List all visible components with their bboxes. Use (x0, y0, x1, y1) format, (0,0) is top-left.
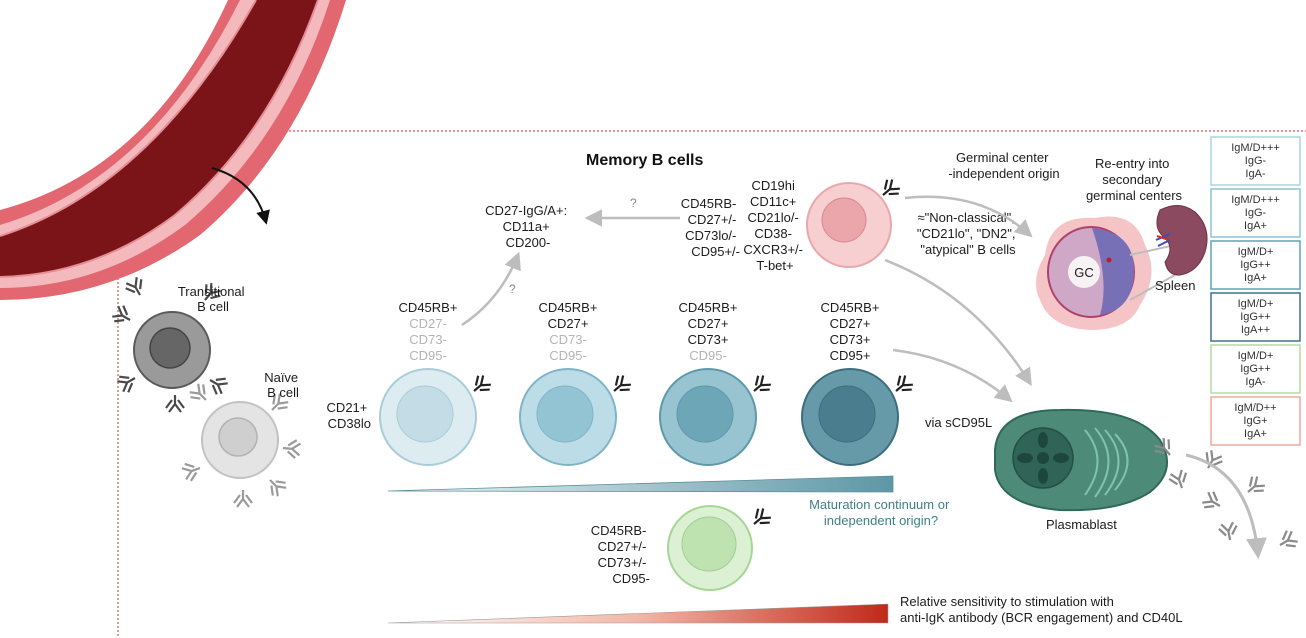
maturation-gradient (387, 475, 894, 493)
isotype-boxes: IgM/D+++IgG-IgA- IgM/D+++IgG-IgA+ IgM/D+Ig… (1210, 136, 1301, 446)
isotype-box-5: IgM/D+IgG++IgA- (1210, 344, 1301, 394)
question-mark-upper: ? (630, 196, 637, 210)
plasmablast-cell (994, 408, 1168, 512)
gc-label: GC (1074, 265, 1094, 280)
cd21-cd38-label: CD21+ CD38lo (327, 400, 371, 431)
isotype-box-2: IgM/D+++IgG-IgA+ (1210, 188, 1301, 238)
transitional-label: Transitional B cell (178, 284, 248, 314)
atypical-b-cell (806, 176, 903, 268)
arrow-cd95-to-plasmablast (892, 348, 1013, 403)
memory-subset-labels: CD45RB+CD27-CD73-CD95- CD45RB+CD27+CD73-C… (399, 300, 880, 363)
isotype-box-6: IgM/D++IgG+IgA+ (1210, 396, 1301, 446)
memory-cell-4 (801, 368, 916, 466)
arrow-to-cd27neg (461, 251, 521, 327)
arrow-to-plasmablast (884, 258, 1032, 386)
memory-cell-2 (519, 368, 634, 466)
atypical-markers-left: CD45RB- CD27+/- CD73lo/- CD95+/- (681, 196, 740, 259)
question-mark-lower: ? (509, 282, 516, 296)
svg-text:IgM/D+IgG++IgA-: IgM/D+IgG++IgA- (1238, 350, 1274, 388)
naive-b-cell (179, 380, 302, 509)
blood-vessel (0, 0, 346, 300)
reentry-label: Re-entry into secondary germinal centers (1086, 156, 1183, 203)
transitional-b-cell (109, 274, 231, 414)
memory-cell-markers-3: CD45RB+CD27+CD73+CD95- (679, 300, 738, 363)
sensitivity-gradient (387, 603, 889, 624)
isotype-box-3: IgM/D+IgG++IgA+ (1210, 240, 1301, 290)
green-markers: CD45RB- CD27+/- CD73+/- CD95- (591, 523, 650, 586)
spleen-icon (1155, 205, 1208, 276)
memory-cell-3 (659, 368, 774, 466)
via-scd95l-label: via sCD95L (925, 415, 992, 430)
naive-label: Naïve B cell (264, 370, 302, 400)
svg-text:IgM/D+IgG++IgA+: IgM/D+IgG++IgA+ (1238, 246, 1274, 284)
extravasation-arrow (211, 167, 270, 225)
nonclassical-label: ≈"Non-classical", "CD21lo", "DN2", "atyp… (917, 210, 1019, 257)
spleen-label: Spleen (1155, 278, 1195, 293)
memory-subset-cells (379, 368, 916, 466)
plasmablast-label: Plasmablast (1046, 517, 1117, 532)
memory-cell-markers-1: CD45RB+CD27-CD73-CD95- (399, 300, 458, 363)
arrow-to-gc (904, 195, 1033, 238)
tissue-boundary (117, 130, 1306, 638)
page-title: Memory B cells (586, 152, 703, 169)
green-cd45rb-neg-cell (667, 505, 774, 591)
memory-cell-1 (379, 368, 494, 466)
memory-cell-markers-2: CD45RB+CD27+CD73-CD95- (539, 300, 598, 363)
spleen-connector (1129, 244, 1176, 301)
cd27neg-label: CD27-IgG/A+: CD11a+ CD200- (485, 203, 571, 250)
atypical-markers-right: CD19hi CD11c+ CD21lo/- CD38- CXCR3+/- T-… (743, 178, 806, 273)
isotype-box-1: IgM/D+++IgG-IgA- (1210, 136, 1301, 186)
isotype-box-4: IgM/D+IgG++IgA++ (1210, 292, 1301, 342)
maturation-label: Maturation continuum or independent orig… (809, 497, 953, 528)
secretion-arrow (1185, 453, 1267, 560)
svg-text:IgM/D+IgG++IgA++: IgM/D+IgG++IgA++ (1238, 298, 1274, 336)
memory-cell-markers-4: CD45RB+CD27+CD73+CD95+ (821, 300, 880, 363)
svg-text:IgM/D+++IgG-IgA-: IgM/D+++IgG-IgA- (1231, 142, 1280, 180)
germinal-center (1036, 216, 1152, 330)
gc-independent-label: Germinal center -independent origin (948, 150, 1059, 181)
svg-text:IgM/D+++IgG-IgA+: IgM/D+++IgG-IgA+ (1231, 194, 1280, 232)
secreted-antibodies (1151, 435, 1301, 554)
sensitivity-label: Relative sensitivity to stimulation with… (900, 594, 1183, 625)
svg-text:IgM/D++IgG+IgA+: IgM/D++IgG+IgA+ (1234, 402, 1276, 440)
